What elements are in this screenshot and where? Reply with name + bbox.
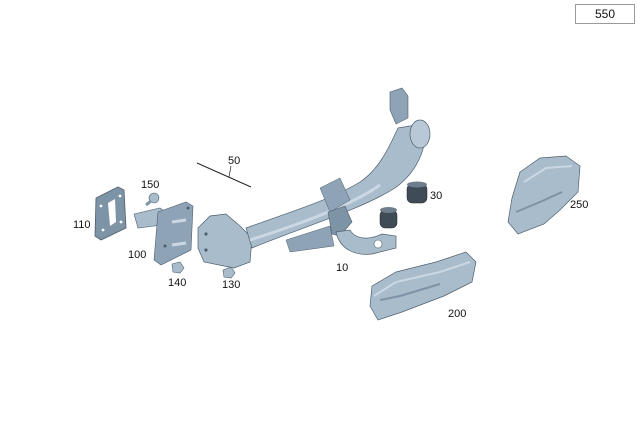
callout-30: 30 xyxy=(430,190,443,202)
leader-line-50 xyxy=(196,162,252,188)
callout-150: 150 xyxy=(141,179,160,191)
electrical-module-small-part[interactable] xyxy=(507,155,581,235)
nut-left-part[interactable] xyxy=(171,261,185,274)
mounting-bracket-part[interactable] xyxy=(133,201,194,266)
callout-140: 140 xyxy=(168,277,187,289)
callout-110: 110 xyxy=(73,219,91,231)
nut-right-part[interactable] xyxy=(222,266,236,279)
callout-250: 250 xyxy=(570,199,589,211)
crossmember-beam-part[interactable] xyxy=(197,87,431,269)
callout-100: 100 xyxy=(128,249,147,261)
page-number-box: 550 xyxy=(575,4,635,24)
electrical-module-large-part[interactable] xyxy=(369,251,477,321)
callout-50: 50 xyxy=(228,155,241,167)
callout-10: 10 xyxy=(336,262,349,274)
cap-part[interactable] xyxy=(406,181,428,204)
callout-200: 200 xyxy=(448,308,467,320)
callout-130: 130 xyxy=(222,279,241,291)
tow-hitch-ball-head-part[interactable] xyxy=(327,205,398,255)
gasket-plate-part[interactable] xyxy=(94,186,127,241)
bolt-part[interactable] xyxy=(145,192,160,207)
